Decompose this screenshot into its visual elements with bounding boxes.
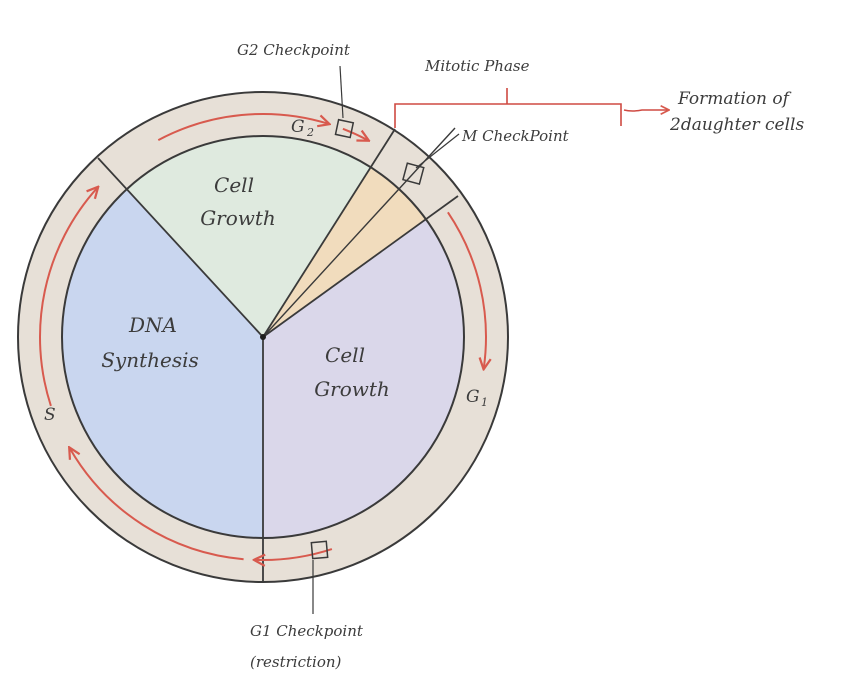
cycle-arrow-top: [157, 113, 328, 141]
phase-g2-letter: G: [291, 117, 305, 137]
g1-growth-sector: [263, 219, 465, 538]
cycle-arrow-right: [447, 211, 486, 368]
phase-s-letter: S: [44, 405, 56, 425]
g1-growth-label-line2: Growth: [314, 377, 390, 401]
g2-growth-sector: [126, 136, 371, 337]
dna-label-line2: Synthesis: [101, 348, 199, 372]
phase-g2-subscript: 2: [306, 126, 314, 139]
cycle-arrow-left: [39, 188, 97, 407]
divider-m-g1: [262, 195, 459, 338]
cycle-arrow-lower-left: [70, 449, 244, 561]
g1-growth-label-line1: Cell: [325, 343, 365, 367]
g2-growth-label-line2: Growth: [200, 206, 276, 230]
m-checkpoint-leader: [415, 133, 460, 169]
g1-checkpoint-label-line2: (restriction): [250, 653, 342, 671]
outcome-line2: 2daughter cells: [669, 115, 804, 135]
phase-g1-subscript: 1: [481, 396, 488, 409]
dna-synthesis-sector: [62, 189, 263, 539]
g2-checkpoint-label: G2 Checkpoint: [237, 41, 351, 59]
g1-checkpoint-label-line1: G1 Checkpoint: [250, 622, 364, 640]
mitotic-sector: [263, 167, 426, 337]
center-point: [260, 334, 266, 340]
mitotic-phase-label: Mitotic Phase: [424, 57, 530, 75]
outcome-line1: Formation of: [677, 89, 792, 109]
g2-growth-label-line1: Cell: [214, 173, 254, 197]
dna-label-line1: DNA: [128, 313, 177, 337]
m-checkpoint-label: M CheckPoint: [461, 127, 570, 145]
mitotic-phase-bracket: [394, 88, 622, 128]
divider-s-g2: [97, 157, 264, 338]
m-checkpoint-box: [402, 162, 425, 185]
phase-g1-letter: G: [466, 387, 480, 407]
cycle-arrow-g2-to-m: [342, 127, 368, 140]
g1-checkpoint-box: [310, 540, 329, 560]
g2-checkpoint-leader: [339, 65, 344, 119]
divider-g2-m: [262, 128, 396, 338]
outcome-arrow: [623, 110, 668, 111]
g2-checkpoint-box: [334, 118, 355, 139]
